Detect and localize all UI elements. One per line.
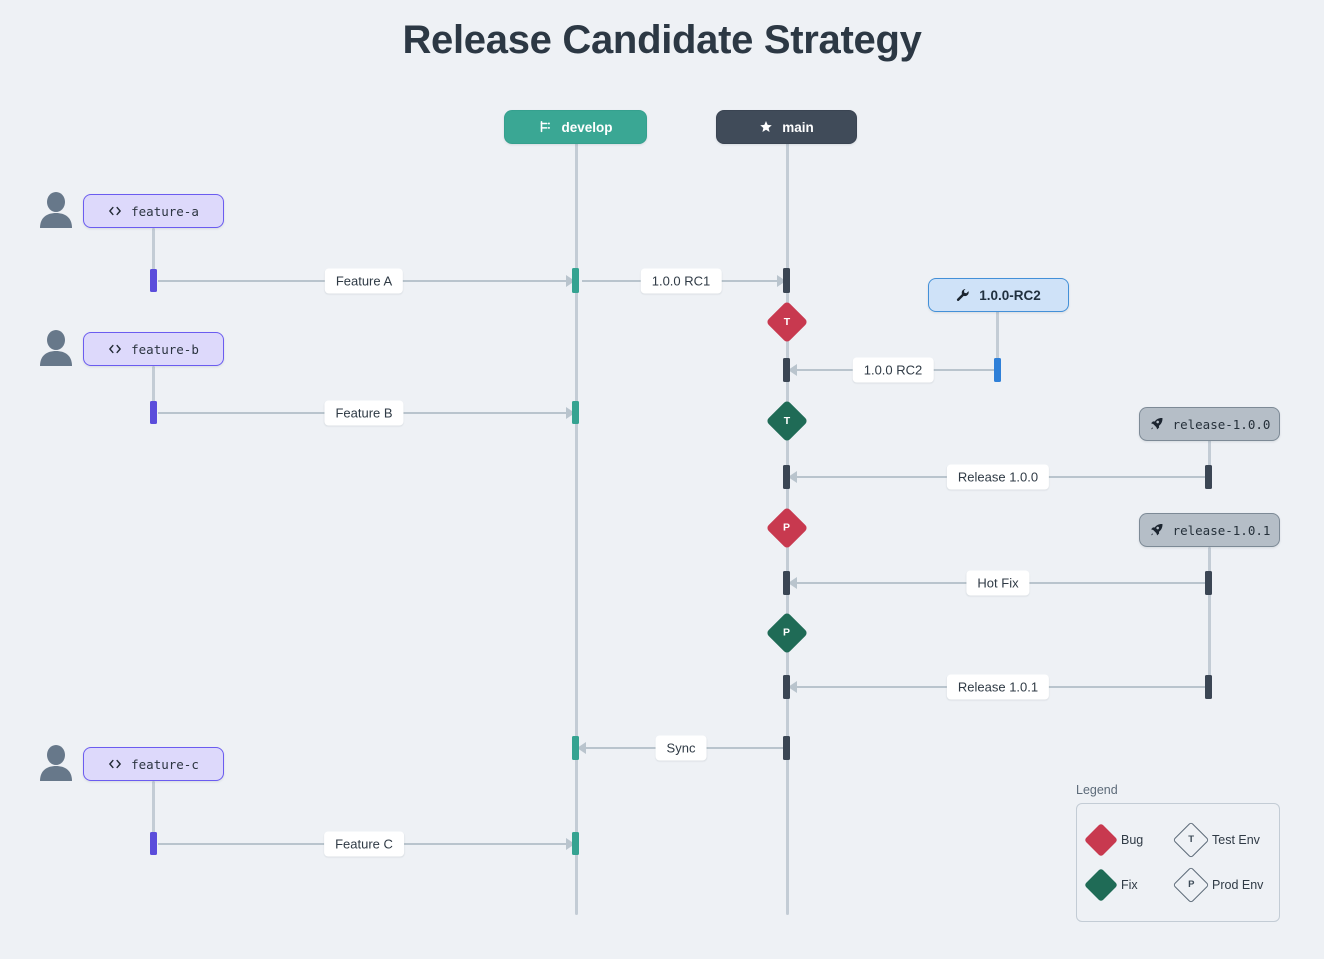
- activation-main-rc1: [783, 268, 790, 293]
- arrow-head-hotfix: [788, 577, 797, 589]
- test-env-diamond-icon: T: [1172, 821, 1210, 859]
- legend-label-bug: Bug: [1121, 833, 1144, 848]
- activation-feature-b: [150, 401, 157, 424]
- legend: Legend Bug T Test Env Fix P Prod Env: [1076, 783, 1280, 922]
- avatar-feature-b: [38, 328, 74, 366]
- activation-release-100: [1205, 465, 1212, 489]
- legend-item-prod-env: P Prod Env: [1172, 866, 1267, 904]
- participant-feature-a[interactable]: feature-a: [83, 194, 224, 228]
- event-marker-label: P: [783, 626, 791, 639]
- arrow-head-feature-a: [566, 275, 575, 287]
- activation-develop-1: [572, 268, 579, 293]
- prod-env-marker: P: [1187, 879, 1195, 890]
- event-bug-test-env: T: [765, 300, 809, 344]
- event-fix-test-env: T: [765, 399, 809, 443]
- legend-title: Legend: [1076, 783, 1118, 797]
- event-fix-prod-env: P: [765, 611, 809, 655]
- participant-label-develop: develop: [561, 119, 613, 135]
- lifeline-feature-b: [152, 366, 155, 420]
- arrow-head-release-100: [788, 471, 797, 483]
- code-icon: [108, 205, 122, 217]
- participant-label-rc2: 1.0.0-RC2: [979, 287, 1041, 303]
- activation-main-rel100: [783, 465, 790, 489]
- lifeline-rc2: [996, 311, 999, 376]
- participant-label-feature-a: feature-a: [131, 203, 199, 219]
- participant-label-release-100: release-1.0.0: [1172, 416, 1271, 432]
- code-icon: [108, 758, 122, 770]
- activation-develop-3: [572, 832, 579, 855]
- avatar-feature-c: [38, 743, 74, 781]
- lifeline-feature-a: [152, 228, 155, 285]
- participant-main[interactable]: main: [716, 110, 857, 144]
- arrow-head-sync: [577, 742, 586, 754]
- participant-release-101[interactable]: release-1.0.1: [1139, 513, 1280, 547]
- code-icon: [108, 343, 122, 355]
- legend-item-fix: Fix: [1084, 867, 1178, 902]
- arrow-head-feature-b: [566, 407, 575, 419]
- event-marker-label: P: [783, 521, 791, 534]
- activation-release-101-rel: [1205, 675, 1212, 699]
- arrow-head-feature-c: [566, 838, 575, 850]
- participant-label-main: main: [782, 119, 814, 135]
- activation-develop-sync: [572, 736, 579, 760]
- participant-label-feature-b: feature-b: [131, 341, 199, 357]
- activation-main-rel101: [783, 675, 790, 699]
- legend-item-test-env: T Test Env: [1172, 821, 1267, 859]
- message-label-release-100: Release 1.0.0: [946, 464, 1050, 490]
- activation-release-101-hotfix: [1205, 571, 1212, 595]
- legend-item-bug: Bug: [1084, 823, 1178, 858]
- legend-label-test-env: Test Env: [1212, 833, 1260, 848]
- message-label-feature-b: Feature B: [324, 400, 404, 426]
- activation-main-hotfix: [783, 571, 790, 595]
- activation-main-rc2: [783, 358, 790, 382]
- lifeline-feature-c: [152, 781, 155, 851]
- prod-env-diamond-icon: P: [1172, 866, 1210, 904]
- message-label-hotfix: Hot Fix: [966, 570, 1030, 596]
- avatar-feature-a: [38, 190, 74, 228]
- message-label-feature-a: Feature A: [324, 268, 404, 294]
- page-title: Release Candidate Strategy: [402, 18, 922, 62]
- fix-diamond-icon: [1084, 867, 1118, 902]
- legend-box: Bug T Test Env Fix P Prod Env: [1076, 803, 1280, 922]
- message-label-sync: Sync: [655, 735, 707, 761]
- arrow-head-rc1: [777, 275, 786, 287]
- message-label-release-101: Release 1.0.1: [946, 674, 1050, 700]
- wrench-icon: [956, 288, 970, 302]
- rocket-icon: [1149, 523, 1164, 537]
- participant-label-feature-c: feature-c: [131, 756, 199, 772]
- star-icon: [759, 120, 773, 134]
- event-marker-label: T: [783, 315, 791, 328]
- event-bug-prod-env: P: [765, 506, 809, 550]
- lifeline-develop: [575, 143, 578, 915]
- activation-rc2: [994, 358, 1001, 382]
- message-label-rc1: 1.0.0 RC1: [640, 268, 722, 294]
- message-label-feature-c: Feature C: [324, 831, 404, 857]
- activation-develop-2: [572, 401, 579, 424]
- participant-develop[interactable]: develop: [504, 110, 647, 144]
- activation-main-sync: [783, 736, 790, 760]
- participant-release-100[interactable]: release-1.0.0: [1139, 407, 1280, 441]
- event-marker-label: T: [783, 414, 791, 427]
- legend-label-fix: Fix: [1121, 877, 1138, 892]
- bug-diamond-icon: [1084, 823, 1118, 858]
- participant-feature-b[interactable]: feature-b: [83, 332, 224, 366]
- participant-feature-c[interactable]: feature-c: [83, 747, 224, 781]
- lifeline-release-100: [1208, 440, 1211, 484]
- message-label-rc2: 1.0.0 RC2: [852, 357, 934, 383]
- rocket-icon: [1149, 417, 1164, 431]
- legend-label-prod-env: Prod Env: [1212, 877, 1264, 892]
- test-env-marker: T: [1188, 834, 1194, 846]
- participant-rc2[interactable]: 1.0.0-RC2: [928, 278, 1069, 312]
- activation-feature-c: [150, 832, 157, 855]
- git-branch-icon: [538, 120, 552, 134]
- arrow-head-rc2: [788, 364, 797, 376]
- lifeline-release-101: [1208, 547, 1211, 694]
- arrow-head-release-101: [788, 681, 797, 693]
- participant-label-release-101: release-1.0.1: [1172, 522, 1271, 538]
- activation-feature-a: [150, 269, 157, 292]
